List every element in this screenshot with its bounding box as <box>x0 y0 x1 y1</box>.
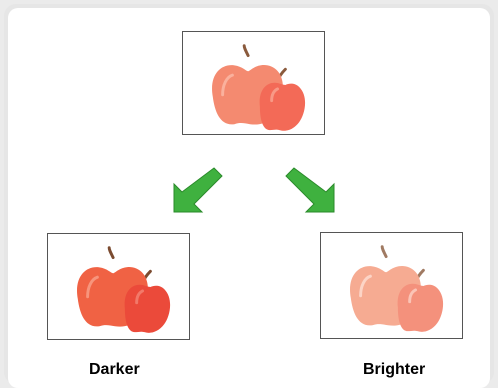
apples-image-brighter <box>321 233 462 338</box>
brighter-label: Brighter <box>363 360 425 380</box>
brighter-image <box>320 232 463 339</box>
arrow-down-left-icon <box>168 160 224 216</box>
original-image <box>182 31 325 135</box>
apples-image-darker <box>48 234 189 339</box>
diagram-panel: Darker Brighter <box>8 8 490 388</box>
darker-label: Darker <box>89 360 140 380</box>
arrow-down-right-icon <box>284 160 340 216</box>
apples-image-original <box>183 32 324 134</box>
darker-image <box>47 233 190 340</box>
